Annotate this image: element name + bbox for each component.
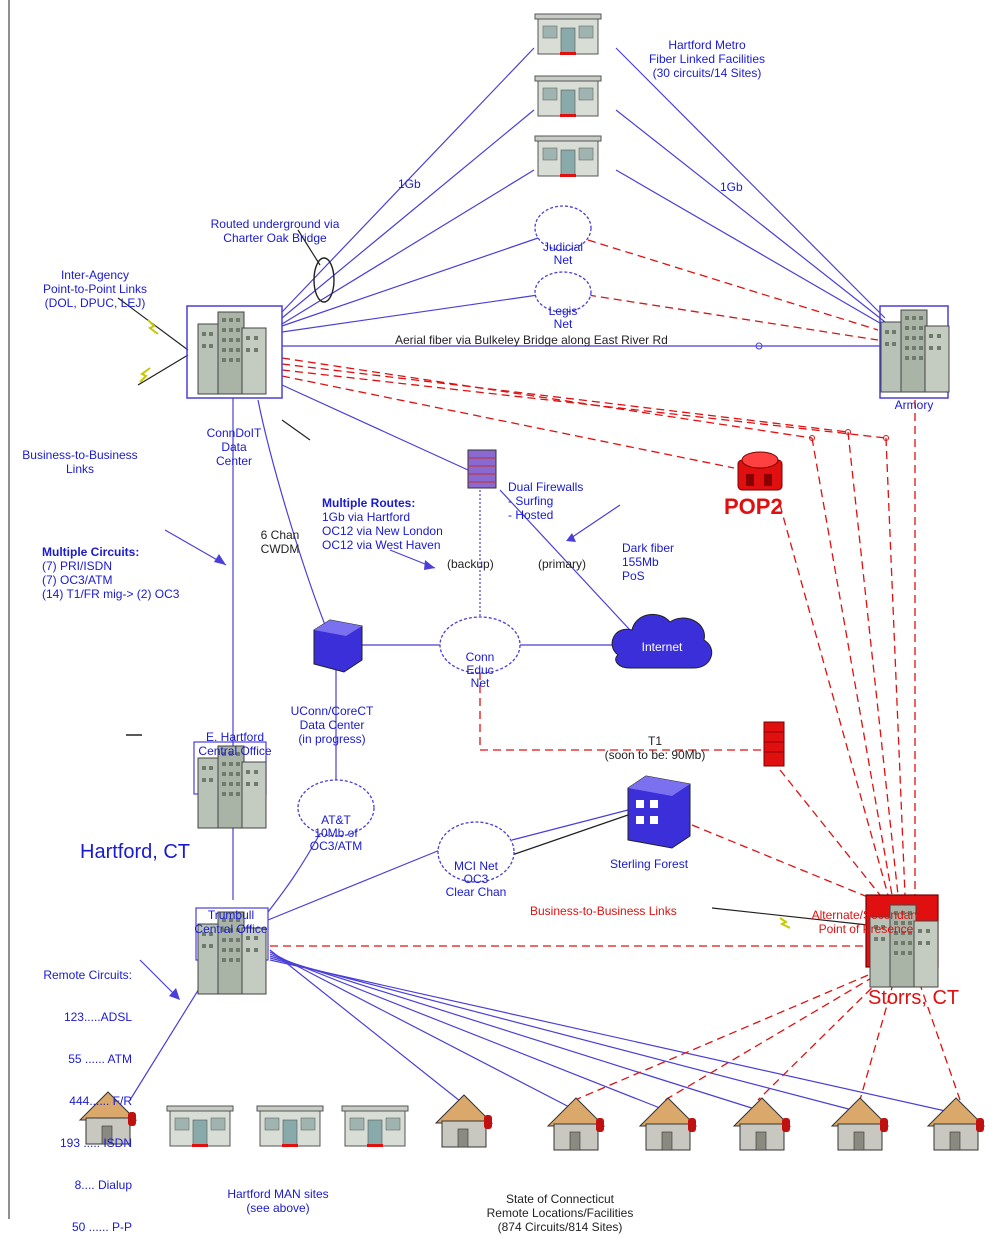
- conn-educ-net-cloud: [439, 616, 521, 674]
- e-hartford-building-icon: [193, 741, 267, 829]
- uconn-server-icon: [313, 619, 363, 673]
- conndoit-data-center-icon: [186, 305, 283, 399]
- house-icon-5: [733, 1097, 791, 1151]
- house-icon-7: [927, 1097, 985, 1151]
- mci-net-cloud: [437, 821, 515, 883]
- primary-label: (primary): [538, 557, 586, 571]
- internet-label: Internet: [641, 640, 683, 654]
- pop2-label: POP2: [724, 494, 783, 519]
- man-building-2: [256, 1105, 324, 1148]
- link-1gb-left: 1Gb: [398, 177, 421, 191]
- house-icon-6: [831, 1097, 889, 1151]
- man-building-3: [341, 1105, 409, 1148]
- legis-net-cloud: [534, 271, 592, 313]
- house-icon-3: [547, 1097, 605, 1151]
- b2b-links-right-label: Business-to-Business Links: [530, 904, 677, 918]
- pop2-building-icon: [737, 451, 783, 491]
- metro-building-2: [534, 75, 602, 118]
- metro-building-3: [534, 135, 602, 178]
- storrs-ct-label: Storrs, CT: [868, 987, 960, 1009]
- backup-label: (backup): [447, 557, 494, 571]
- storrs-building-icon: [865, 894, 939, 988]
- trumbull-building-icon: [195, 907, 269, 995]
- sterling-forest-icon: [627, 775, 691, 849]
- hartford-ct-label: Hartford, CT: [80, 841, 191, 863]
- multiple-circuits-label: Multiple Circuits:(7) PRI/ISDN(7) OC3/AT…: [42, 545, 180, 601]
- sterling-forest-label: Sterling Forest: [610, 857, 689, 871]
- judicial-net-cloud: [534, 205, 592, 251]
- man-building-1: [166, 1105, 234, 1148]
- armory-label: Armory: [894, 398, 934, 412]
- armory-building-icon: [879, 305, 950, 399]
- hartford-man-label: Hartford MAN sites(see above): [227, 1187, 329, 1215]
- t1-label: T1(soon to be: 90Mb): [604, 734, 706, 762]
- dual-firewalls-label: Dual Firewalls- Surfing- Hosted: [508, 480, 584, 522]
- red-firewall-icon: [763, 721, 785, 767]
- house-icon-4: [639, 1097, 697, 1151]
- link-1gb-right: 1Gb: [720, 180, 743, 194]
- house-icon-2: [435, 1094, 493, 1148]
- att-cloud: [297, 779, 375, 837]
- remote-circuits-label: Remote Circuits: 123.....ADSL 55 ...... …: [43, 968, 132, 1234]
- internet-cloud-icon: [611, 614, 713, 669]
- firewall-icon: [467, 449, 497, 489]
- aerial-fiber-label: Aerial fiber via Bulkeley Bridge along E…: [395, 333, 668, 347]
- metro-building-1: [534, 13, 602, 56]
